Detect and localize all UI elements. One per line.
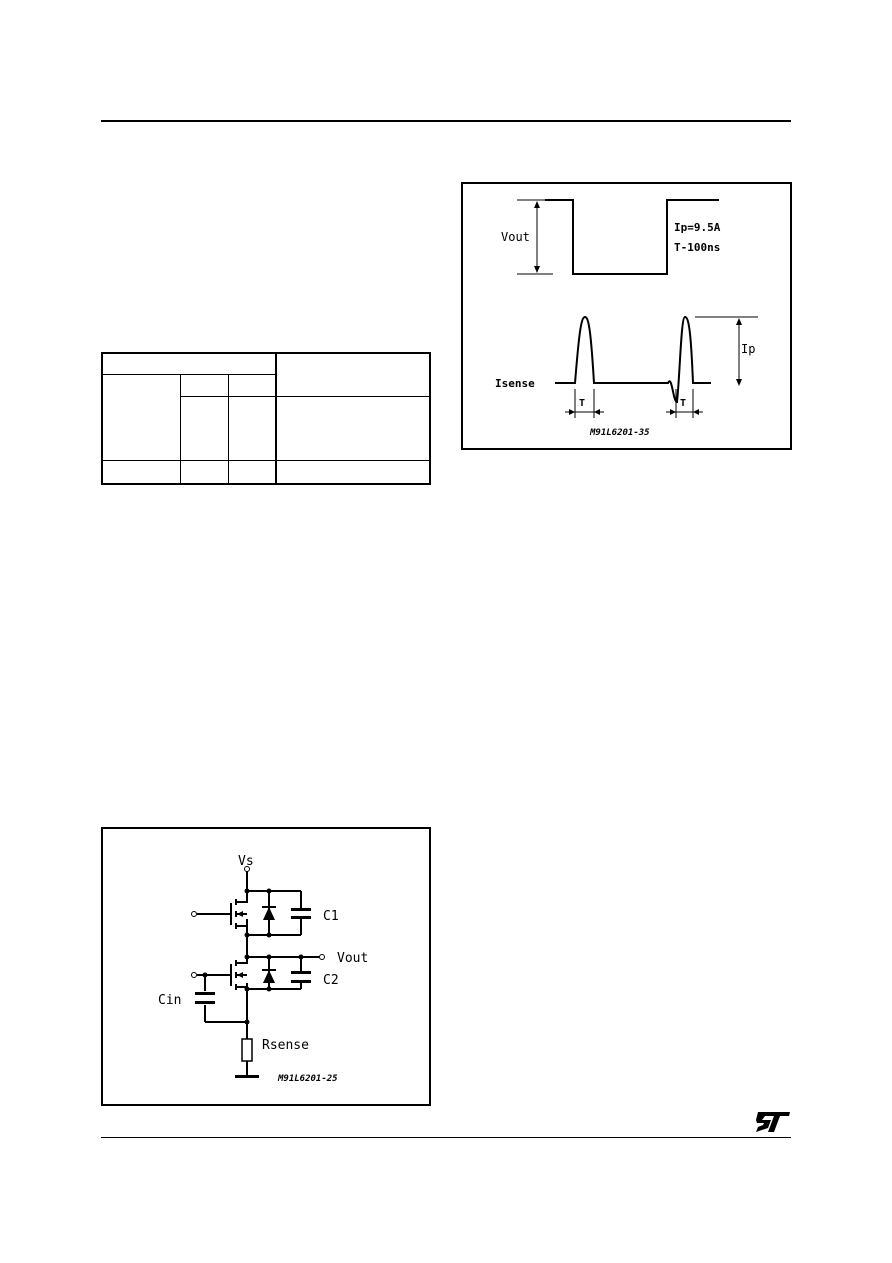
isense-label: Isense (495, 377, 535, 390)
c1-label: C1 (323, 909, 339, 924)
t-arrow (594, 409, 600, 415)
t-mark-1: T (579, 398, 585, 409)
ip-arrow-up (736, 318, 742, 325)
rsense-resistor (241, 1038, 253, 1062)
diode-high-side (263, 907, 275, 920)
mosfet-high-side (230, 895, 248, 929)
waveform-figure: Vout Ip=9.5A T-100ns Isense Ip T T (461, 182, 792, 450)
vout-label: Vout (501, 230, 530, 244)
cin-label: Cin (158, 993, 181, 1008)
table-col-divider (228, 374, 229, 485)
table-row-divider (101, 374, 277, 375)
ip-label: Ip (741, 342, 755, 356)
vs-label: Vs (238, 854, 254, 869)
terminals (191, 866, 325, 978)
diode-low-side (263, 970, 275, 983)
footer-rule (101, 1137, 791, 1138)
t-arrow (693, 409, 699, 415)
mosfet-arrow (237, 911, 243, 917)
ip-value: Ip=9.5A (674, 221, 721, 234)
table-frame (101, 352, 431, 485)
vout-label: Vout (337, 951, 368, 966)
vout-waveform (545, 199, 719, 275)
mosfet-arrow (237, 972, 243, 978)
ip-dimension (695, 316, 758, 384)
header-rule (101, 120, 791, 122)
c2-label: C2 (323, 973, 339, 988)
waveform-figure-code: M91L6201-35 (589, 428, 650, 438)
vout-arrow-down (534, 266, 540, 273)
isense-waveform (555, 315, 711, 404)
rsense-label: Rsense (262, 1038, 309, 1053)
t-arrow (670, 409, 676, 415)
circuit-figure-code: M91L6201-25 (277, 1074, 338, 1084)
t-mark-2: T (680, 398, 686, 409)
table-col-divider (275, 352, 277, 485)
ground-symbol (235, 1075, 259, 1078)
vout-dimension (517, 199, 553, 275)
st-logo-icon (756, 1112, 790, 1132)
circuit-figure: Vs Vout C1 C2 Cin Rsense M91L6201-25 (101, 827, 431, 1106)
junction-dots (202, 888, 304, 1025)
waveform-diagram: Vout Ip=9.5A T-100ns Isense Ip T T (495, 199, 758, 438)
table-col-divider (180, 374, 181, 485)
vout-arrow-up (534, 201, 540, 208)
table-row-divider (101, 460, 431, 461)
circuit-diagram: Vs Vout C1 C2 Cin Rsense M91L6201-25 (158, 854, 368, 1084)
t-value: T-100ns (674, 241, 720, 254)
table-row-divider (180, 396, 431, 397)
capacitors (195, 908, 311, 1004)
t-arrow (569, 409, 575, 415)
ip-arrow-down (736, 379, 742, 386)
parameter-table (101, 352, 431, 485)
